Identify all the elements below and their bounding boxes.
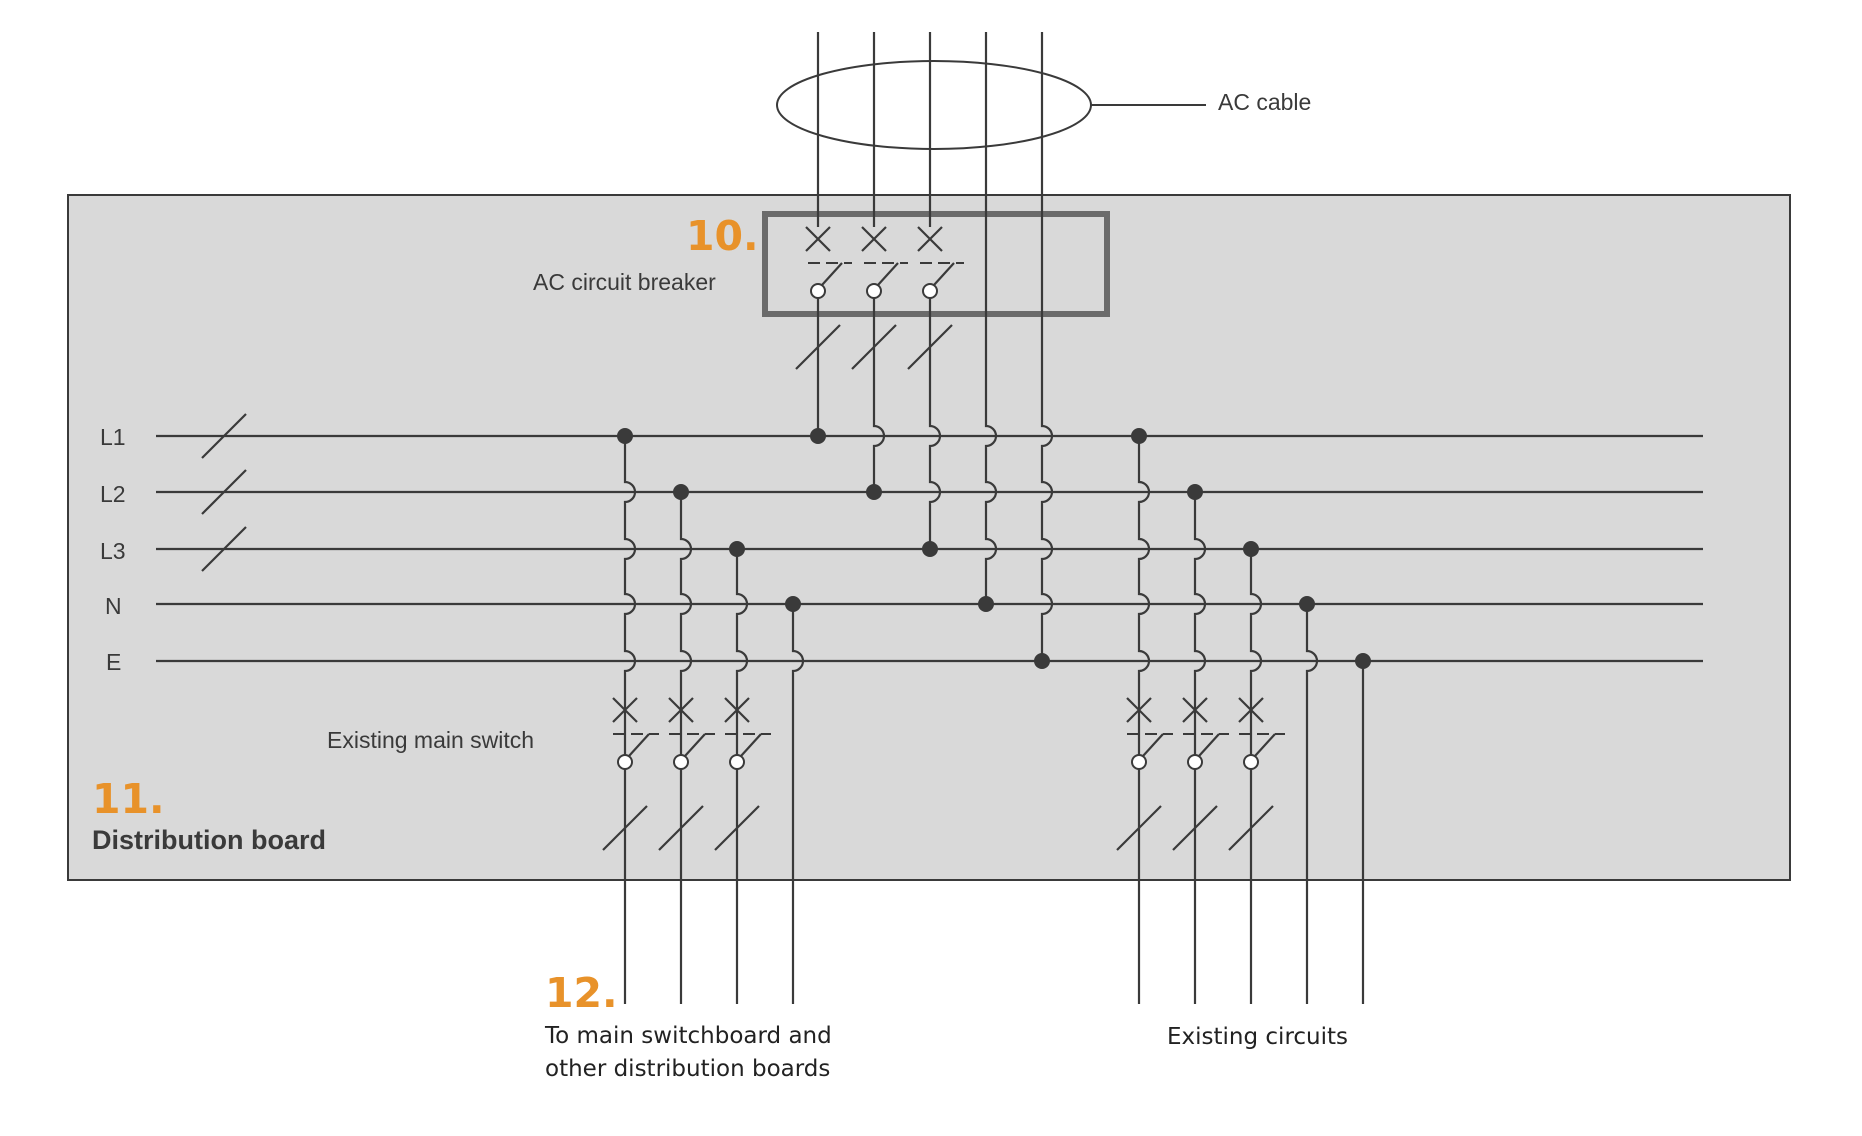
busbar-label-e: E xyxy=(106,649,121,675)
left-wire-l3 xyxy=(735,549,749,1004)
main-switch-pole-3-blade xyxy=(740,733,762,757)
circuit-switch-pole-2-cross-b xyxy=(1182,697,1208,723)
circuit-switch-pole-1-cross-b xyxy=(1126,697,1152,723)
breaker-label: AC circuit breaker xyxy=(533,269,716,295)
right-wire-l2-junction xyxy=(1187,484,1203,500)
left-wire-l3-junction xyxy=(729,541,745,557)
ac-wire-e xyxy=(1040,32,1054,661)
outgoing-label-line2: other distribution boards xyxy=(545,1056,830,1082)
ac-wire-e-junction xyxy=(1034,653,1050,669)
ac-circuit-breaker-box xyxy=(762,211,1110,317)
main-switch-label: Existing main switch xyxy=(327,727,534,753)
circuit-switch-pole-2-blade xyxy=(1198,733,1220,757)
ac-wire-l3-lower xyxy=(928,295,942,549)
main-switch-pole-2-terminal xyxy=(673,754,689,770)
breaker-pole-2-terminal xyxy=(866,283,882,299)
main-switch-slash-2 xyxy=(658,805,704,851)
circuit-switch-pole-2-terminal xyxy=(1187,754,1203,770)
breaker-pole-2-cross-b xyxy=(861,226,887,252)
outgoing-number: 12. xyxy=(545,969,618,1017)
main-switch-slash-1 xyxy=(602,805,648,851)
busbar-label-n: N xyxy=(105,593,122,619)
circuit-switch-slash-1 xyxy=(1116,805,1162,851)
breaker-slash-2 xyxy=(851,324,897,370)
board-label: Distribution board xyxy=(92,825,326,855)
existing-circuits-label: Existing circuits xyxy=(1167,1024,1348,1050)
ac-cable-label: AC cable xyxy=(1218,89,1311,115)
breaker-pole-3-terminal xyxy=(922,283,938,299)
circuit-switch-slash-3 xyxy=(1228,805,1274,851)
right-wire-l3 xyxy=(1249,549,1263,1004)
main-switch-pole-3-terminal xyxy=(729,754,745,770)
ac-wire-l3-junction xyxy=(922,541,938,557)
left-wire-l1-junction xyxy=(617,428,633,444)
busbar-label-l3: L3 xyxy=(100,538,126,564)
right-wire-l1-junction xyxy=(1131,428,1147,444)
breaker-pole-2-blade xyxy=(877,262,899,286)
ac-wire-l2-lower xyxy=(872,295,886,492)
main-switch-pole-3-cross-b xyxy=(724,697,750,723)
left-wire-l2 xyxy=(679,492,693,1004)
left-wire-l2-junction xyxy=(673,484,689,500)
ac-wire-l1-junction xyxy=(810,428,826,444)
ac-wire-n xyxy=(984,32,998,604)
circuit-switch-pole-1-blade xyxy=(1142,733,1164,757)
breaker-pole-1-terminal xyxy=(810,283,826,299)
main-switch-pole-1-blade xyxy=(628,733,650,757)
ac-wire-l2-junction xyxy=(866,484,882,500)
left-wire-n-junction xyxy=(785,596,801,612)
circuit-switch-pole-3-blade xyxy=(1254,733,1276,757)
wiring xyxy=(156,32,1703,1004)
busbar-slash-l3 xyxy=(201,526,247,572)
circuit-switch-pole-1-terminal xyxy=(1131,754,1147,770)
main-switch-pole-2-cross-b xyxy=(668,697,694,723)
outgoing-label-line1: To main switchboard and xyxy=(544,1023,832,1049)
left-wire-n xyxy=(791,604,805,1004)
right-wire-l3-junction xyxy=(1243,541,1259,557)
breaker-pole-3-cross-b xyxy=(917,226,943,252)
busbar-label-l2: L2 xyxy=(100,481,126,507)
busbar-slash-l1 xyxy=(201,413,247,459)
circuit-switch-pole-3-terminal xyxy=(1243,754,1259,770)
circuit-switch-slash-2 xyxy=(1172,805,1218,851)
breaker-slash-1 xyxy=(795,324,841,370)
main-switch-pole-1-cross-b xyxy=(612,697,638,723)
breaker-number: 10. xyxy=(686,212,759,260)
main-switch-pole-1-terminal xyxy=(617,754,633,770)
right-wire-e-junction xyxy=(1355,653,1371,669)
board-number: 11. xyxy=(92,775,165,823)
left-wire-l1 xyxy=(623,436,637,1004)
right-wire-l2 xyxy=(1193,492,1207,1004)
breaker-pole-3-blade xyxy=(933,262,955,286)
busbar-label-l1: L1 xyxy=(100,424,126,450)
breaker-pole-1-blade xyxy=(821,262,843,286)
circuit-switch-pole-3-cross-b xyxy=(1238,697,1264,723)
busbar-slash-l2 xyxy=(201,469,247,515)
main-switch-slash-3 xyxy=(714,805,760,851)
right-wire-n xyxy=(1305,604,1319,1004)
breaker-slash-3 xyxy=(907,324,953,370)
right-wire-l1 xyxy=(1137,436,1151,1004)
ac-wire-n-junction xyxy=(978,596,994,612)
main-switch-pole-2-blade xyxy=(684,733,706,757)
breaker-pole-1-cross-b xyxy=(805,226,831,252)
ac-cable-bundle xyxy=(776,60,1092,150)
right-wire-n-junction xyxy=(1299,596,1315,612)
